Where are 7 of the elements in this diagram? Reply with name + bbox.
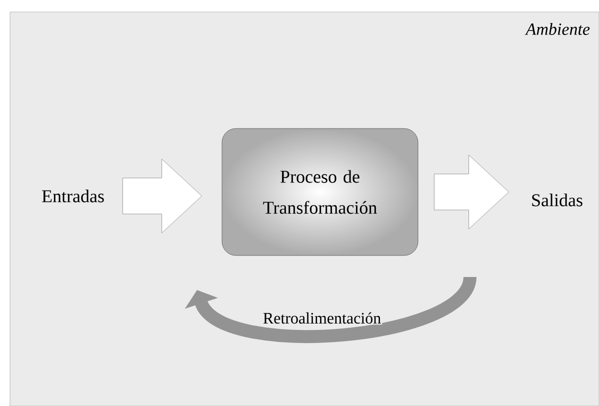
block-arrow [122, 158, 202, 234]
io-label: Salidas [532, 194, 582, 206]
frame-heading: Ambiente [524, 23, 590, 35]
feedback-label: Retroalimentación [262, 311, 382, 325]
block-arrow [434, 154, 509, 230]
process-box: Proceso de Transformación [222, 128, 418, 256]
io-label: Entradas [42, 190, 104, 202]
